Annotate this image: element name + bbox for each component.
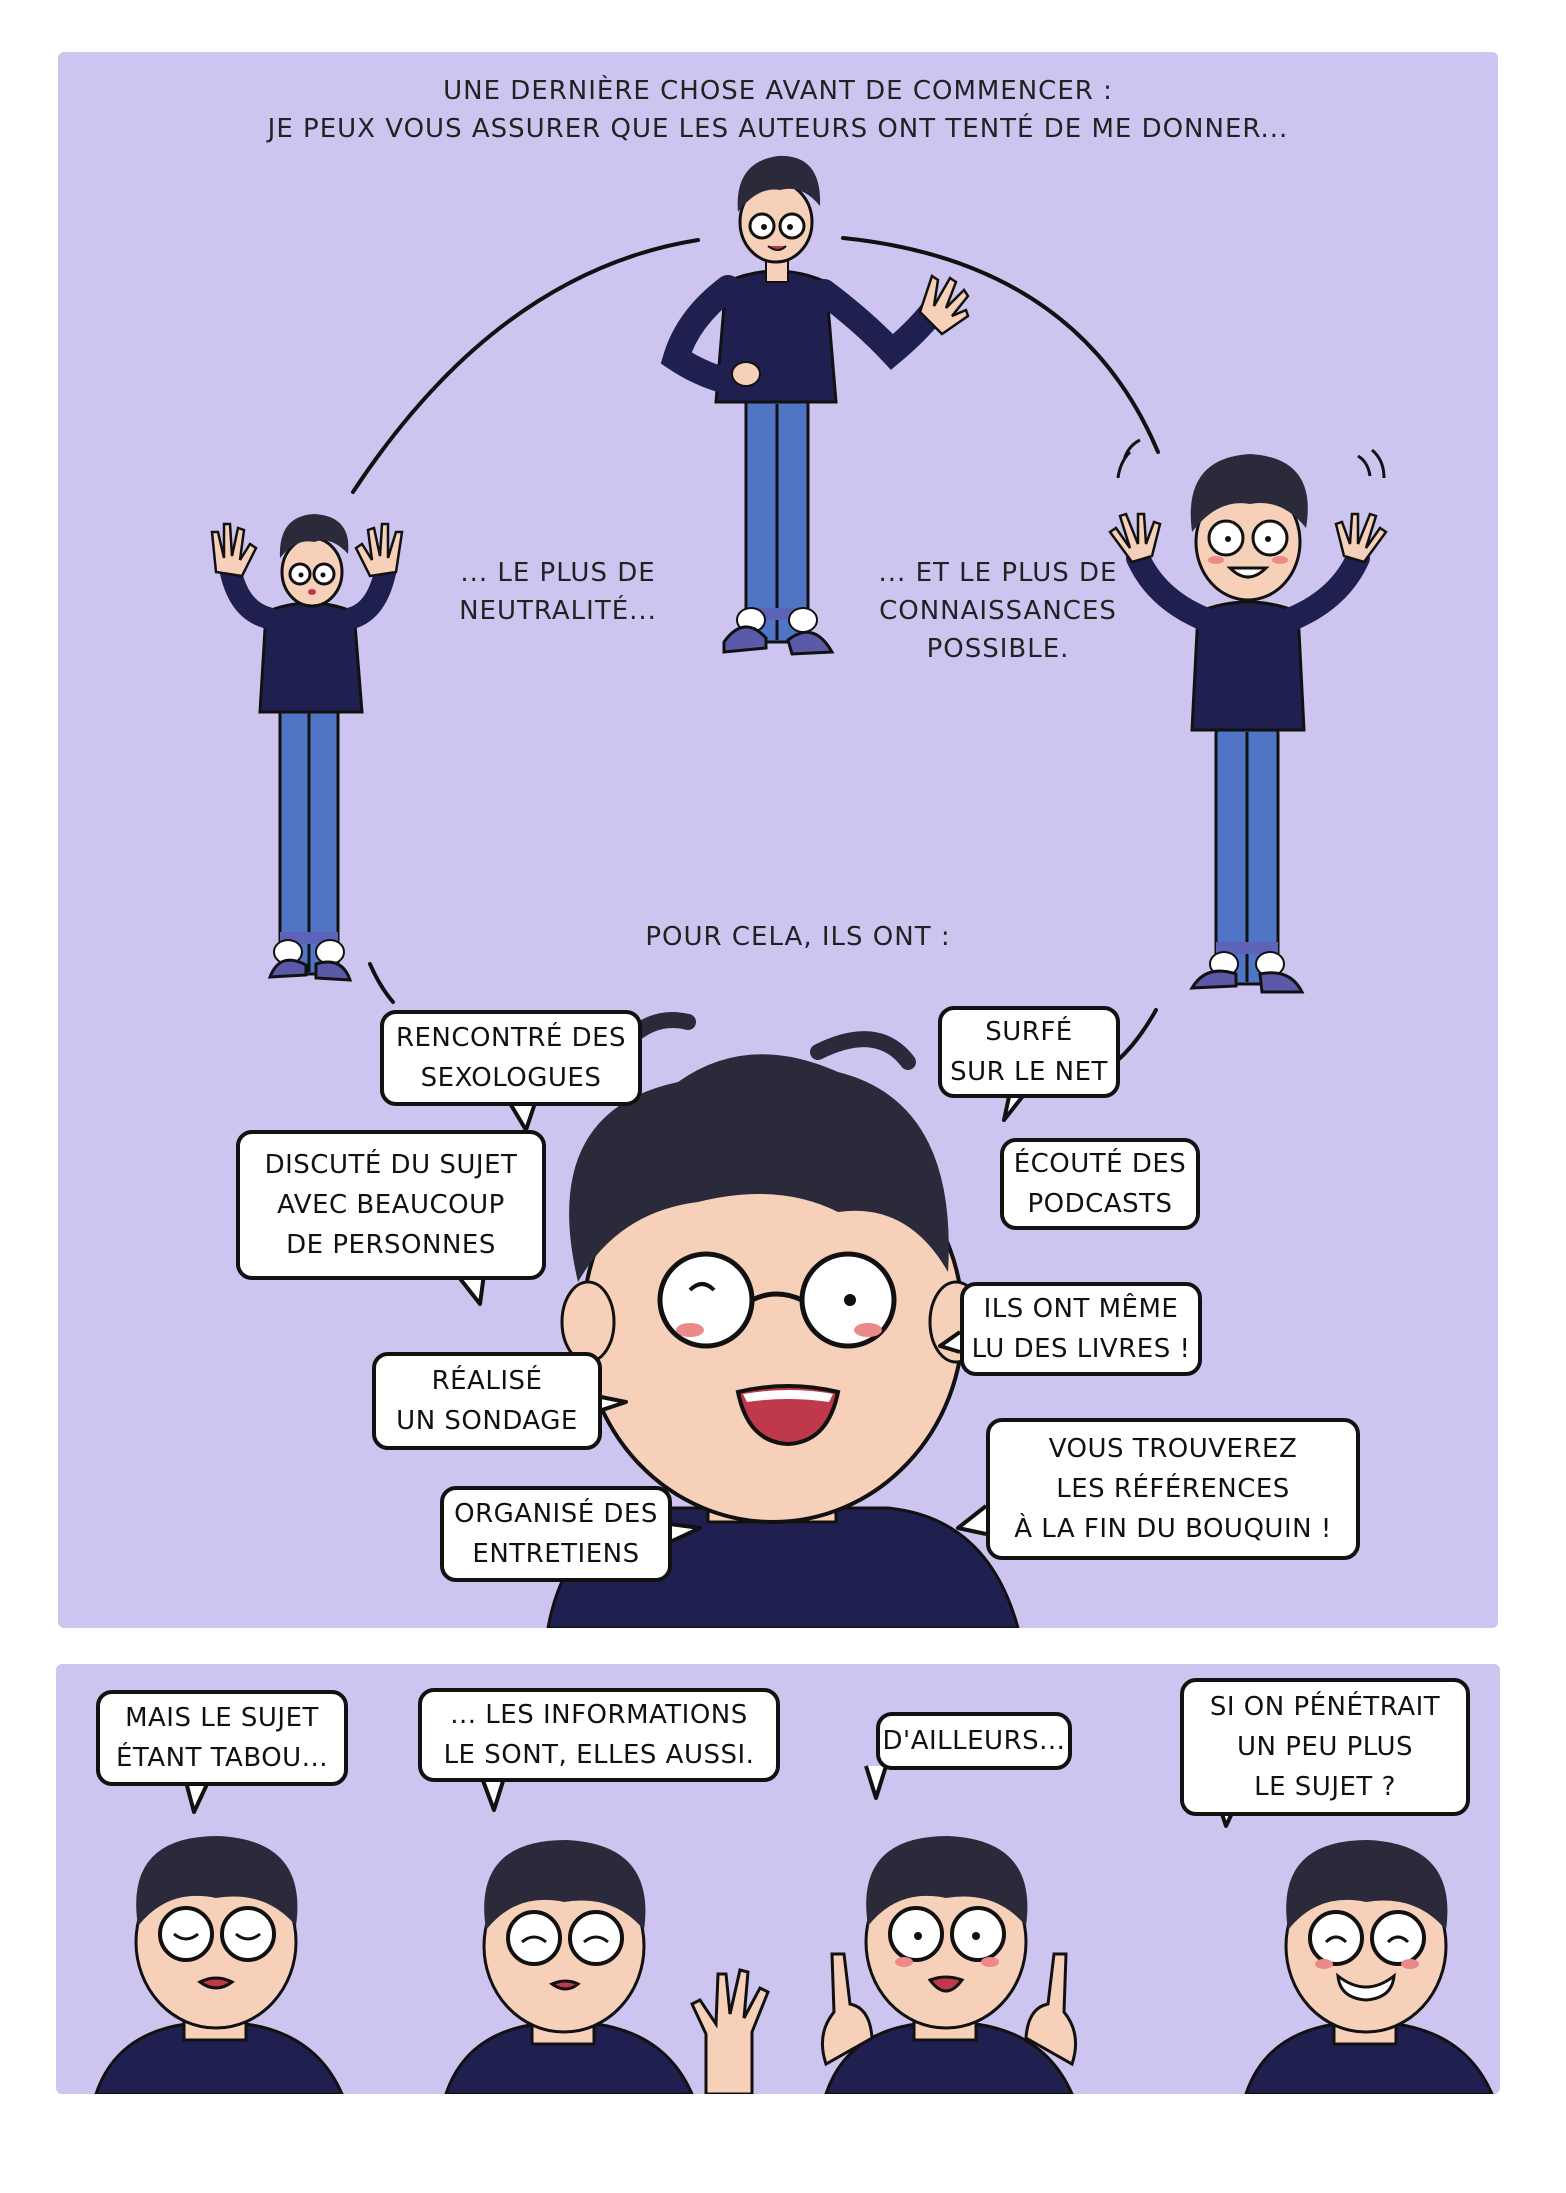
bubble-text: UN SONDAGE bbox=[396, 1406, 578, 1436]
bubble-text: LE SONT, ELLES AUSSI. bbox=[443, 1740, 755, 1770]
intro-line-1: UNE DERNIÈRE CHOSE AVANT DE COMMENCER : bbox=[443, 76, 1113, 106]
bubble-tabou: MAIS LE SUJET ÉTANT TABOU... bbox=[96, 1690, 348, 1786]
bubble-penetrait: SI ON PÉNÉTRAIT UN PEU PLUS LE SUJET ? bbox=[1180, 1678, 1470, 1816]
intro-caption: UNE DERNIÈRE CHOSE AVANT DE COMMENCER : … bbox=[58, 72, 1498, 148]
face-waving bbox=[444, 1840, 770, 2094]
right-caption-line-2: CONNAISSANCES bbox=[879, 596, 1117, 626]
right-caption-line-3: POSSIBLE. bbox=[926, 634, 1070, 664]
circle-arc-top-left bbox=[351, 238, 700, 494]
face-sighing bbox=[94, 1836, 344, 2094]
bubble-references: VOUS TROUVEREZ LES RÉFÉRENCES À LA FIN D… bbox=[986, 1418, 1360, 1560]
bubble-entretiens: ORGANISÉ DES ENTRETIENS bbox=[440, 1486, 672, 1582]
bubble-text: VOUS TROUVEREZ bbox=[1048, 1434, 1298, 1464]
circle-arc-bottom-right bbox=[1116, 1008, 1158, 1062]
bubble-text: SUR LE NET bbox=[950, 1057, 1108, 1087]
bubble-text: ... LES INFORMATIONS bbox=[450, 1700, 748, 1730]
left-caption: ... LE PLUS DE NEUTRALITÉ... bbox=[438, 554, 678, 630]
face-pointing-up bbox=[820, 1836, 1078, 2094]
top-panel-artwork bbox=[210, 155, 1388, 1628]
bubble-net: SURFÉ SUR LE NET bbox=[938, 1006, 1120, 1098]
bubble-text: DISCUTÉ DU SUJET bbox=[264, 1150, 518, 1180]
bubble-text: ILS ONT MÊME bbox=[983, 1294, 1179, 1324]
bubble-sexologues: RENCONTRÉ DES SEXOLOGUES bbox=[380, 1010, 642, 1106]
bubble-sondage: RÉALISÉ UN SONDAGE bbox=[372, 1352, 602, 1450]
right-caption-line-1: ... ET LE PLUS DE bbox=[878, 558, 1118, 588]
bubble-text: RENCONTRÉ DES bbox=[395, 1023, 627, 1053]
bubble-text: ENTRETIENS bbox=[472, 1539, 640, 1569]
bubble-text: RÉALISÉ bbox=[431, 1366, 543, 1396]
bubble-text: LU DES LIVRES ! bbox=[971, 1334, 1191, 1364]
character-big-face bbox=[546, 1012, 1020, 1628]
bubble-livres: ILS ONT MÊME LU DES LIVRES ! bbox=[960, 1282, 1202, 1376]
right-caption: ... ET LE PLUS DE CONNAISSANCES POSSIBLE… bbox=[848, 554, 1148, 668]
circle-arc-bottom-left bbox=[368, 962, 395, 1004]
bubble-text: SI ON PÉNÉTRAIT bbox=[1209, 1692, 1441, 1722]
bubble-informations: ... LES INFORMATIONS LE SONT, ELLES AUSS… bbox=[418, 1688, 780, 1782]
character-left-shrugging bbox=[210, 514, 404, 982]
bottom-panel: MAIS LE SUJET ÉTANT TABOU... ... LES INF… bbox=[56, 1664, 1500, 2094]
left-caption-line-1: ... LE PLUS DE bbox=[460, 558, 656, 588]
top-panel: UNE DERNIÈRE CHOSE AVANT DE COMMENCER : … bbox=[58, 52, 1498, 1628]
bubble-text: D'AILLEURS... bbox=[882, 1726, 1066, 1756]
circle-arc-top-right bbox=[841, 236, 1160, 454]
left-caption-line-2: NEUTRALITÉ... bbox=[459, 596, 657, 626]
bubble-discute: DISCUTÉ DU SUJET AVEC BEAUCOUP DE PERSON… bbox=[236, 1130, 546, 1280]
bubble-text: MAIS LE SUJET bbox=[125, 1703, 319, 1733]
bottom-panel-artwork bbox=[94, 1765, 1494, 2094]
bubble-text: AVEC BEAUCOUP bbox=[277, 1190, 505, 1220]
bubble-text: LES RÉFÉRENCES bbox=[1056, 1474, 1290, 1504]
bubble-text: ÉCOUTÉ DES bbox=[1013, 1149, 1187, 1179]
bubble-text: SURFÉ bbox=[985, 1017, 1073, 1047]
bubble-text: SEXOLOGUES bbox=[420, 1063, 602, 1093]
bubble-text: PODCASTS bbox=[1027, 1189, 1173, 1219]
bubble-dailleurs: D'AILLEURS... bbox=[876, 1712, 1072, 1770]
center-caption: POUR CELA, ILS ONT : bbox=[645, 922, 951, 952]
face-grinning bbox=[1244, 1840, 1494, 2094]
bubble-text: LE SUJET ? bbox=[1254, 1772, 1396, 1802]
bubble-text: DE PERSONNES bbox=[286, 1230, 496, 1260]
intro-line-2: JE PEUX VOUS ASSURER QUE LES AUTEURS ONT… bbox=[267, 114, 1289, 144]
character-right-excited bbox=[1108, 438, 1388, 994]
bubble-text: UN PEU PLUS bbox=[1236, 1732, 1414, 1762]
character-center-standing bbox=[660, 155, 970, 656]
bubble-text: ÉTANT TABOU... bbox=[116, 1743, 328, 1773]
bubble-podcasts: ÉCOUTÉ DES PODCASTS bbox=[1000, 1138, 1200, 1230]
bubble-text: ORGANISÉ DES bbox=[454, 1499, 658, 1529]
bubble-text: À LA FIN DU BOUQUIN ! bbox=[1014, 1514, 1332, 1544]
